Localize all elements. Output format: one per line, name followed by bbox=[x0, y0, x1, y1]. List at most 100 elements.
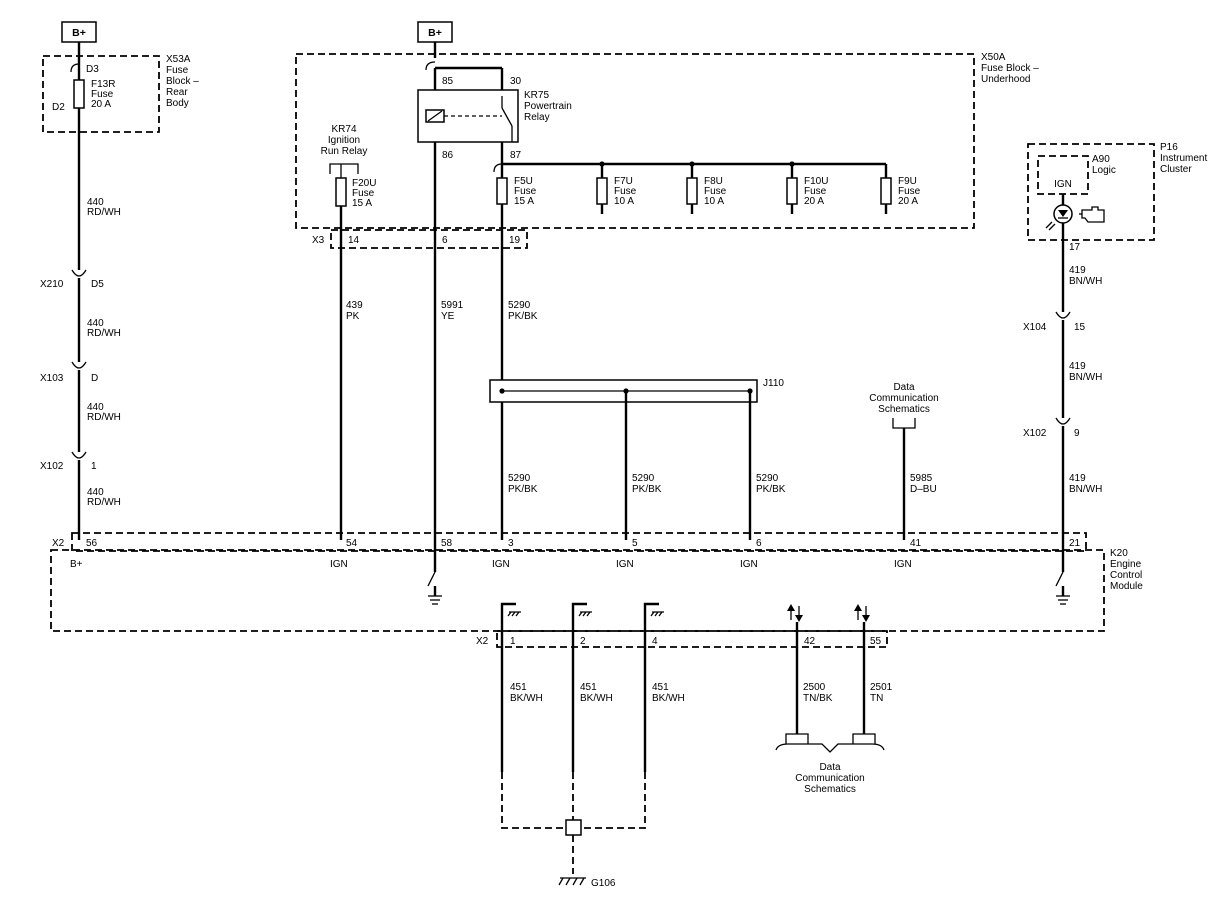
svg-text:Rear: Rear bbox=[166, 87, 188, 98]
svg-text:F7U: F7U bbox=[614, 176, 633, 187]
x103-connector: X103 D bbox=[40, 361, 98, 384]
svg-text:20 A: 20 A bbox=[91, 99, 111, 110]
svg-text:440: 440 bbox=[87, 197, 104, 208]
svg-text:2500: 2500 bbox=[803, 682, 826, 693]
svg-text:55: 55 bbox=[870, 636, 882, 647]
k20-engine-control-module: K20 Engine Control Module X2 56 54 58 3 … bbox=[50, 532, 1143, 632]
fuse-f7u: F7U Fuse 10 A bbox=[596, 176, 637, 207]
svg-text:TN/BK: TN/BK bbox=[803, 693, 833, 704]
svg-text:X3: X3 bbox=[312, 235, 325, 246]
svg-text:PK/BK: PK/BK bbox=[508, 484, 538, 495]
svg-text:IGN: IGN bbox=[894, 559, 912, 570]
svg-text:YE: YE bbox=[441, 311, 455, 322]
svg-text:42: 42 bbox=[804, 636, 816, 647]
ecm-ground-left-icon bbox=[427, 571, 442, 605]
svg-text:Fuse: Fuse bbox=[704, 186, 727, 197]
svg-text:D5: D5 bbox=[91, 279, 104, 290]
x2-bottom-connector: X2 1 2 4 42 55 bbox=[476, 630, 888, 648]
svg-text:30: 30 bbox=[510, 76, 522, 87]
x3-connector: X3 14 6 19 bbox=[312, 229, 528, 249]
svg-text:BN/WH: BN/WH bbox=[1069, 276, 1102, 287]
svg-text:10 A: 10 A bbox=[614, 196, 634, 207]
svg-text:58: 58 bbox=[441, 538, 453, 549]
kr74-relay: KR74 Ignition Run Relay bbox=[321, 124, 367, 178]
svg-text:X50A: X50A bbox=[981, 52, 1006, 63]
svg-text:1: 1 bbox=[91, 461, 97, 472]
ground-pin-4 bbox=[643, 602, 664, 630]
svg-text:D: D bbox=[91, 373, 98, 384]
svg-text:2: 2 bbox=[580, 636, 586, 647]
svg-text:PK/BK: PK/BK bbox=[508, 311, 538, 322]
svg-text:PK: PK bbox=[346, 311, 360, 322]
svg-text:B+: B+ bbox=[72, 27, 86, 39]
svg-text:Block –: Block – bbox=[166, 76, 199, 87]
svg-text:D2: D2 bbox=[52, 102, 65, 113]
data-arrow-42-icon bbox=[787, 604, 803, 622]
svg-text:6: 6 bbox=[442, 235, 448, 246]
svg-text:Fuse: Fuse bbox=[91, 89, 114, 100]
svg-text:Module: Module bbox=[1110, 581, 1143, 592]
svg-text:Powertrain: Powertrain bbox=[524, 101, 572, 112]
svg-text:Fuse: Fuse bbox=[614, 186, 637, 197]
svg-text:Schematics: Schematics bbox=[878, 404, 930, 415]
svg-text:419: 419 bbox=[1069, 361, 1086, 372]
svg-text:Data: Data bbox=[893, 382, 915, 393]
svg-text:KR74: KR74 bbox=[331, 124, 356, 135]
svg-text:440: 440 bbox=[87, 318, 104, 329]
svg-text:F9U: F9U bbox=[898, 176, 917, 187]
svg-text:17: 17 bbox=[1069, 242, 1081, 253]
svg-text:Schematics: Schematics bbox=[804, 784, 856, 795]
svg-text:X102: X102 bbox=[1023, 428, 1047, 439]
j110-splice: J110 bbox=[489, 378, 784, 403]
svg-text:5985: 5985 bbox=[910, 473, 933, 484]
svg-text:5290: 5290 bbox=[756, 473, 779, 484]
svg-text:Communication: Communication bbox=[869, 393, 938, 404]
svg-text:BN/WH: BN/WH bbox=[1069, 372, 1102, 383]
svg-text:Fuse: Fuse bbox=[898, 186, 921, 197]
svg-text:21: 21 bbox=[1069, 538, 1081, 549]
svg-text:PK/BK: PK/BK bbox=[632, 484, 662, 495]
svg-text:54: 54 bbox=[346, 538, 358, 549]
svg-text:5290: 5290 bbox=[508, 473, 531, 484]
svg-text:Relay: Relay bbox=[524, 112, 550, 123]
svg-text:Communication: Communication bbox=[795, 773, 864, 784]
svg-text:BK/WH: BK/WH bbox=[580, 693, 613, 704]
svg-text:9: 9 bbox=[1074, 428, 1080, 439]
svg-text:X102: X102 bbox=[40, 461, 64, 472]
ground-pin-2 bbox=[571, 602, 592, 630]
svg-text:Fuse: Fuse bbox=[166, 65, 189, 76]
x53a-fuse-block: X53A Fuse Block – Rear Body D3 F13R Fuse… bbox=[42, 54, 199, 133]
ground-pin-1 bbox=[500, 602, 521, 630]
fuse-f20u: F20U Fuse 15 A bbox=[335, 177, 376, 209]
svg-text:F10U: F10U bbox=[804, 176, 828, 187]
svg-text:15: 15 bbox=[1074, 322, 1086, 333]
svg-text:451: 451 bbox=[652, 682, 669, 693]
p16-instrument-cluster: P16 Instrument Cluster A90 Logic IGN 17 bbox=[1027, 142, 1207, 253]
svg-text:Fuse: Fuse bbox=[804, 186, 827, 197]
svg-text:19: 19 bbox=[509, 235, 521, 246]
svg-text:20 A: 20 A bbox=[804, 196, 824, 207]
svg-text:B+: B+ bbox=[70, 559, 83, 570]
fuse-f8u: F8U Fuse 10 A bbox=[686, 176, 727, 207]
svg-text:X2: X2 bbox=[52, 538, 65, 549]
svg-text:451: 451 bbox=[510, 682, 527, 693]
svg-text:Fuse: Fuse bbox=[514, 186, 537, 197]
svg-text:BK/WH: BK/WH bbox=[510, 693, 543, 704]
svg-text:IGN: IGN bbox=[330, 559, 348, 570]
svg-text:X53A: X53A bbox=[166, 54, 191, 65]
svg-text:X103: X103 bbox=[40, 373, 64, 384]
svg-text:K20: K20 bbox=[1110, 548, 1128, 559]
x102-right-connector: X102 9 bbox=[1023, 417, 1080, 439]
check-engine-icon bbox=[1079, 206, 1105, 223]
svg-text:87: 87 bbox=[510, 150, 522, 161]
svg-text:BK/WH: BK/WH bbox=[652, 693, 685, 704]
x50a-fuse-block: X50A Fuse Block – Underhood bbox=[295, 52, 1039, 229]
fuse-f9u: F9U Fuse 20 A bbox=[880, 176, 921, 207]
x210-connector: X210 D5 bbox=[40, 269, 104, 290]
svg-text:Fuse: Fuse bbox=[352, 188, 375, 199]
svg-text:5290: 5290 bbox=[508, 300, 531, 311]
svg-text:14: 14 bbox=[348, 235, 360, 246]
svg-text:Logic: Logic bbox=[1092, 165, 1116, 176]
svg-text:1: 1 bbox=[510, 636, 516, 647]
svg-text:440: 440 bbox=[87, 402, 104, 413]
